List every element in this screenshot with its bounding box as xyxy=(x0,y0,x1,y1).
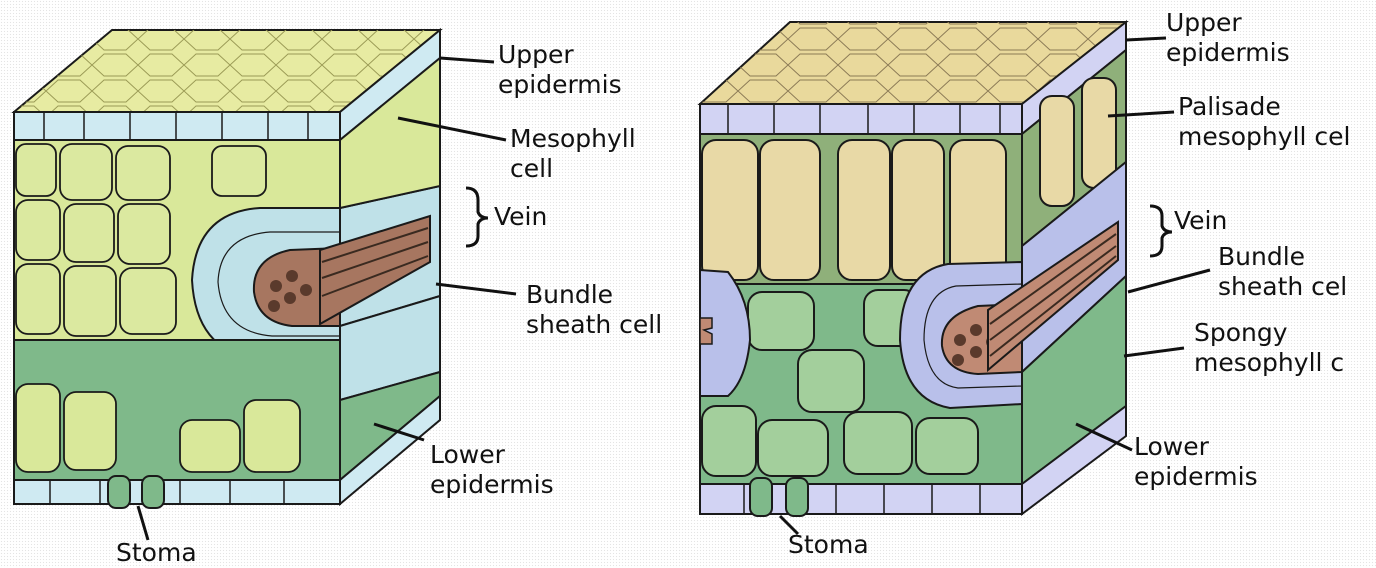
lower-epidermis-layer xyxy=(700,484,1022,514)
c3-leaf-diagram: Upper epidermis Palisade mesophyll cel V… xyxy=(688,0,1376,568)
label-lower-epidermis: Lower epidermis xyxy=(430,440,554,500)
label-stoma: Stoma xyxy=(788,530,869,560)
label-bundle-sheath-cell: Bundle sheath cell xyxy=(526,280,662,340)
label-stoma: Stoma xyxy=(116,538,197,568)
c4-leaf-diagram: Upper epidermis Mesophyll cell Vein Bund… xyxy=(0,0,688,568)
upper-epidermis-layer xyxy=(700,104,1022,134)
palisade-cells xyxy=(702,140,1006,280)
label-upper-epidermis: Upper epidermis xyxy=(498,40,622,100)
label-spongy-mesophyll-cell: Spongy mesophyll c xyxy=(1194,318,1344,378)
lower-epidermis-layer xyxy=(14,480,340,504)
label-bundle-sheath-cell: Bundle sheath cel xyxy=(1218,242,1347,302)
label-vein: Vein xyxy=(1174,206,1227,236)
label-palisade-mesophyll-cell: Palisade mesophyll cel xyxy=(1178,92,1350,152)
label-upper-epidermis: Upper epidermis xyxy=(1166,8,1290,68)
label-mesophyll-cell: Mesophyll cell xyxy=(510,124,636,184)
upper-epidermis-layer xyxy=(14,112,340,140)
label-lower-epidermis: Lower epidermis xyxy=(1134,432,1258,492)
label-vein: Vein xyxy=(494,202,547,232)
